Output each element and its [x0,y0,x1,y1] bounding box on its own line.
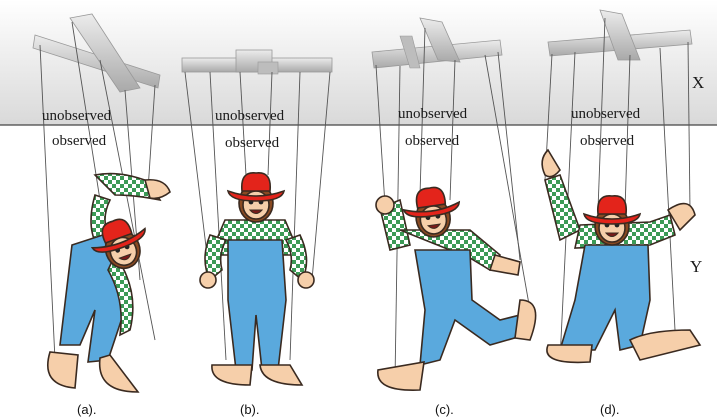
label-unobserved-a: unobserved [42,108,112,124]
panel-b [181,49,333,386]
control-bar-b [181,49,333,75]
puppet-a [47,172,171,393]
puppet-c [375,183,537,391]
caption-c: (c). [435,402,454,417]
label-unobserved-d: unobserved [571,106,641,122]
strings-c [375,27,531,381]
caption-d: (d). [600,402,620,417]
control-bar-c [371,17,503,69]
control-bar-d [547,9,693,61]
puppet-b [199,172,315,386]
panel-d [541,9,702,364]
label-unobserved-c: unobserved [398,106,468,122]
strings-b [184,71,331,361]
axis-label-y: Y [690,257,702,276]
label-observed-b: observed [225,135,280,151]
panel-c [371,17,537,391]
panel-a [32,13,171,393]
control-bar-a [32,13,161,93]
label-observed-c: observed [405,133,460,149]
caption-a: (a). [77,402,97,417]
label-observed-a: observed [52,133,107,149]
caption-b: (b). [240,402,260,417]
axis-label-x: X [692,73,704,92]
puppet-d [541,148,702,364]
label-observed-d: observed [580,133,635,149]
label-unobserved-b: unobserved [215,108,285,124]
